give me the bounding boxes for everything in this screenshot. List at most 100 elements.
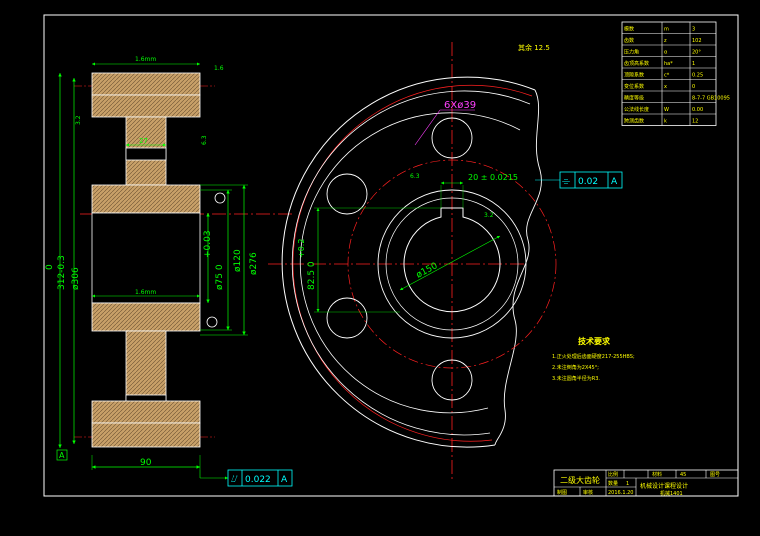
gear-root (291, 90, 531, 436)
dim-306: ø306 (71, 267, 81, 290)
material-label: 材料 (652, 471, 662, 478)
web-hole-top (125, 147, 167, 161)
drawing-no-label: 图号 (710, 472, 720, 478)
rim-top (91, 72, 201, 96)
tech-requirements: 技术要求 1.正火处理后齿面硬度217-255HBS; 2.未注倒角为2X45°… (552, 336, 635, 382)
hole-upper-left (326, 173, 368, 215)
gear-outer (281, 76, 536, 448)
param-cell: 变位系数 (624, 83, 644, 90)
other-roughness: 其余 12.5 (518, 43, 550, 52)
symmetry-datum: A (611, 177, 618, 187)
roughness-left: 3.2 (75, 115, 82, 125)
dim-27: 27 (139, 137, 148, 145)
dim-bore-tol: +0.03 (203, 230, 213, 258)
rim-inner (299, 112, 521, 414)
hole-top (431, 117, 473, 159)
hole-leader (414, 109, 441, 146)
param-cell: α (664, 50, 668, 56)
dim-312-top: 0 (45, 264, 55, 270)
hole-lower-left (326, 297, 368, 339)
hub-outer (377, 189, 527, 339)
marker-circle-bottom (206, 316, 218, 328)
teeth-top-label: 1.6mm (135, 56, 156, 63)
dim-82: 82.5 0 (307, 261, 317, 290)
section-view: 27 90 1.6mm 1.6 1.6mm 6.3 3.2 0 312-0.3 … (45, 56, 293, 487)
runout-value: 0.022 (245, 475, 271, 485)
dim-276: ø276 (249, 252, 259, 275)
runout-datum: A (281, 475, 288, 485)
param-table-frame (621, 21, 717, 126)
dim-bore: ø75 0 (215, 264, 225, 290)
rim-bottom (91, 422, 201, 448)
param-cell: 顶隙系数 (624, 72, 644, 79)
school: 机械设计课程设计 (640, 482, 688, 490)
key-roughness: 6.3 (410, 173, 420, 180)
runout-icon: ⌰ (231, 474, 238, 485)
param-cell: 齿数 (624, 37, 634, 44)
param-cell: 模数 (624, 26, 634, 33)
material-value: 45 (680, 472, 686, 478)
symmetry-icon: ⌯ (562, 176, 570, 187)
datum-a: A (59, 451, 65, 460)
dim-312: 312-0.3 (57, 255, 67, 290)
hole-bottom (431, 359, 473, 401)
hole-callout: 6Xø39 (444, 100, 476, 111)
tech-item-3: 3.未注圆角半径为R3. (552, 375, 600, 382)
bore (91, 212, 201, 304)
roughness-right-top: 6.3 (201, 135, 208, 145)
param-cell: 跨测齿数 (624, 118, 644, 125)
roughness-topright: 1.6 (214, 65, 224, 72)
param-cell: k (664, 119, 667, 125)
param-cell: ha* (664, 61, 673, 67)
symmetry-value: 0.02 (578, 177, 598, 187)
qty-label: 数量 (608, 480, 618, 487)
dim-90: 90 (140, 458, 152, 468)
hub-bottom (91, 302, 201, 332)
param-cell: 20° (692, 50, 701, 56)
dim-keyway-width: 20 ± 0.0215 (468, 173, 518, 182)
marker-circle-top (214, 192, 226, 204)
drawing-border (43, 14, 739, 497)
dim-line-150 (399, 235, 501, 291)
param-table: 模数 m 3 齿数 z 102 压力角 α 20° 齿顶高系数 ha* 1 顶隙系数 c* 0.25 变位系数… (621, 21, 730, 126)
scale-label: 比例 (608, 471, 618, 478)
param-cell: 102 (692, 38, 702, 44)
hole-pitch-circle (347, 159, 557, 369)
param-cell: 精度等级 (624, 95, 644, 102)
datum-a-box (56, 449, 68, 461)
param-cell: m (664, 27, 669, 33)
front-view: 6Xø39 ø150 +0.2 82.5 0 20 ± 0.0215 ⌯ 0.0… (268, 42, 623, 480)
hub-top (91, 184, 201, 214)
runout-frame (227, 469, 293, 487)
param-cell: W (664, 107, 669, 113)
class-code: 机械1401 (660, 490, 683, 497)
param-cell: x (664, 84, 667, 90)
param-cell: 0.00 (692, 107, 703, 113)
tech-item-2: 2.未注倒角为2X45°; (552, 364, 599, 371)
param-cell: z (664, 38, 667, 44)
keyway-roughness: 3.2 (484, 212, 494, 219)
dim-120: ø120 (233, 249, 243, 272)
param-cell: 1 (692, 61, 695, 67)
param-cell: 0.25 (692, 73, 703, 79)
param-cell: 齿顶高系数 (624, 60, 649, 67)
checker-label: 审核 (583, 489, 593, 496)
web-bottom (125, 330, 167, 402)
param-cell: 12 (692, 119, 698, 125)
date-value: 2016.1.20 (608, 490, 633, 496)
param-cell: c* (664, 73, 670, 79)
dim-82-tol: +0.2 (297, 239, 306, 258)
param-cell: 3 (692, 27, 695, 33)
param-cell: 压力角 (624, 49, 639, 56)
teeth-mid-label: 1.6mm (135, 289, 156, 296)
param-cell: 8-7-7 GB10095 (692, 96, 730, 102)
break-line (494, 89, 542, 446)
rim-bottom-inner (91, 400, 201, 424)
qty-value: 1 (626, 481, 629, 487)
rim-top-inner (91, 94, 201, 118)
hub-chamfer (385, 197, 519, 331)
drawer-label: 制图 (557, 489, 567, 496)
part-name: 二级大齿轮 (560, 475, 600, 485)
title-block: 二级大齿轮 比例 材料 45 图号 数量 1 制图 审核 2016.1.20 机… (553, 469, 739, 497)
